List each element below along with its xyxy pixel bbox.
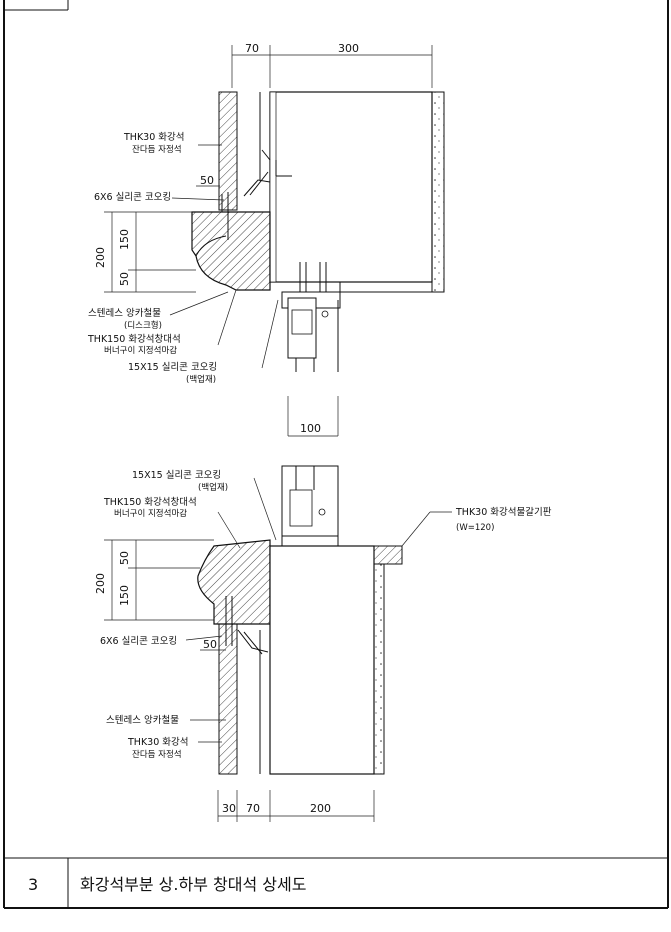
bottom-detail bbox=[104, 465, 452, 822]
dim-150-bottom: 150 bbox=[118, 585, 131, 606]
dim-30: 30 bbox=[222, 802, 236, 815]
dim-200-bottom: 200 bbox=[94, 573, 107, 594]
label-inner-sill: THK30 화강석물갈기판 bbox=[455, 506, 552, 518]
dim-300: 300 bbox=[338, 42, 359, 55]
label-stone-finish: THK30 화강석 bbox=[123, 132, 185, 143]
dim-100: 100 bbox=[300, 422, 321, 435]
dim-200-top: 200 bbox=[94, 247, 107, 268]
top-labels: 70 300 50 200 150 50 100 THK30 화강석 잔다듬 자… bbox=[87, 42, 359, 435]
dim-200-width: 200 bbox=[310, 802, 331, 815]
bottom-labels: 15X15 실리콘 코오킹 (백업재) THK150 화강석창대석 버너구이 지… bbox=[94, 469, 552, 815]
dim-150-top: 150 bbox=[118, 229, 131, 250]
dim-50-top: 50 bbox=[200, 174, 214, 187]
label-stone-finish-2: 잔다듬 자정석 bbox=[132, 144, 182, 155]
dim-50b-bottom: 50 bbox=[203, 638, 217, 651]
label-sill-finish-bottom: 버너구이 지정석마감 bbox=[114, 508, 187, 519]
dim-50-bottom: 50 bbox=[118, 551, 131, 565]
label-silicone-6x6-bottom: 6X6 실리콘 코오킹 bbox=[100, 635, 177, 647]
label-silicone-6x6: 6X6 실리콘 코오킹 bbox=[94, 191, 171, 203]
sheet-border bbox=[3, 0, 669, 909]
label-sill-finish: 버너구이 지정석마감 bbox=[104, 345, 177, 356]
label-backup: (백업재) bbox=[186, 374, 216, 385]
label-sill-bottom: THK150 화강석창대석 bbox=[103, 497, 197, 508]
label-stone-finish-2-bottom: 잔다듬 자정석 bbox=[132, 749, 182, 760]
label-silicone-15x15: 15X15 실리콘 코오킹 bbox=[128, 361, 217, 373]
label-anchor: 스텐레스 앙카철물 bbox=[88, 307, 161, 319]
dim-70-top: 70 bbox=[245, 42, 259, 55]
drawing-number: 3 bbox=[28, 875, 38, 894]
dim-70-bottom: 70 bbox=[246, 802, 260, 815]
label-sill: THK150 화강석창대석 bbox=[87, 334, 181, 345]
label-anchor-bottom: 스텐레스 앙카철물 bbox=[106, 714, 179, 726]
label-stone-finish-bottom: THK30 화강석 bbox=[127, 737, 189, 748]
drawing-title: 화강석부분 상.하부 창대석 상세도 bbox=[80, 875, 306, 894]
label-anchor-type: (디스크형) bbox=[124, 321, 162, 331]
label-inner-sill-width: (W=120) bbox=[456, 523, 494, 533]
dim-50b-top: 50 bbox=[118, 272, 131, 286]
title-block: 3 화강석부분 상.하부 창대석 상세도 bbox=[28, 875, 306, 894]
top-detail bbox=[104, 45, 445, 437]
label-backup-bottom: (백업재) bbox=[198, 482, 228, 493]
label-silicone-15x15-bottom: 15X15 실리콘 코오킹 bbox=[132, 469, 221, 481]
